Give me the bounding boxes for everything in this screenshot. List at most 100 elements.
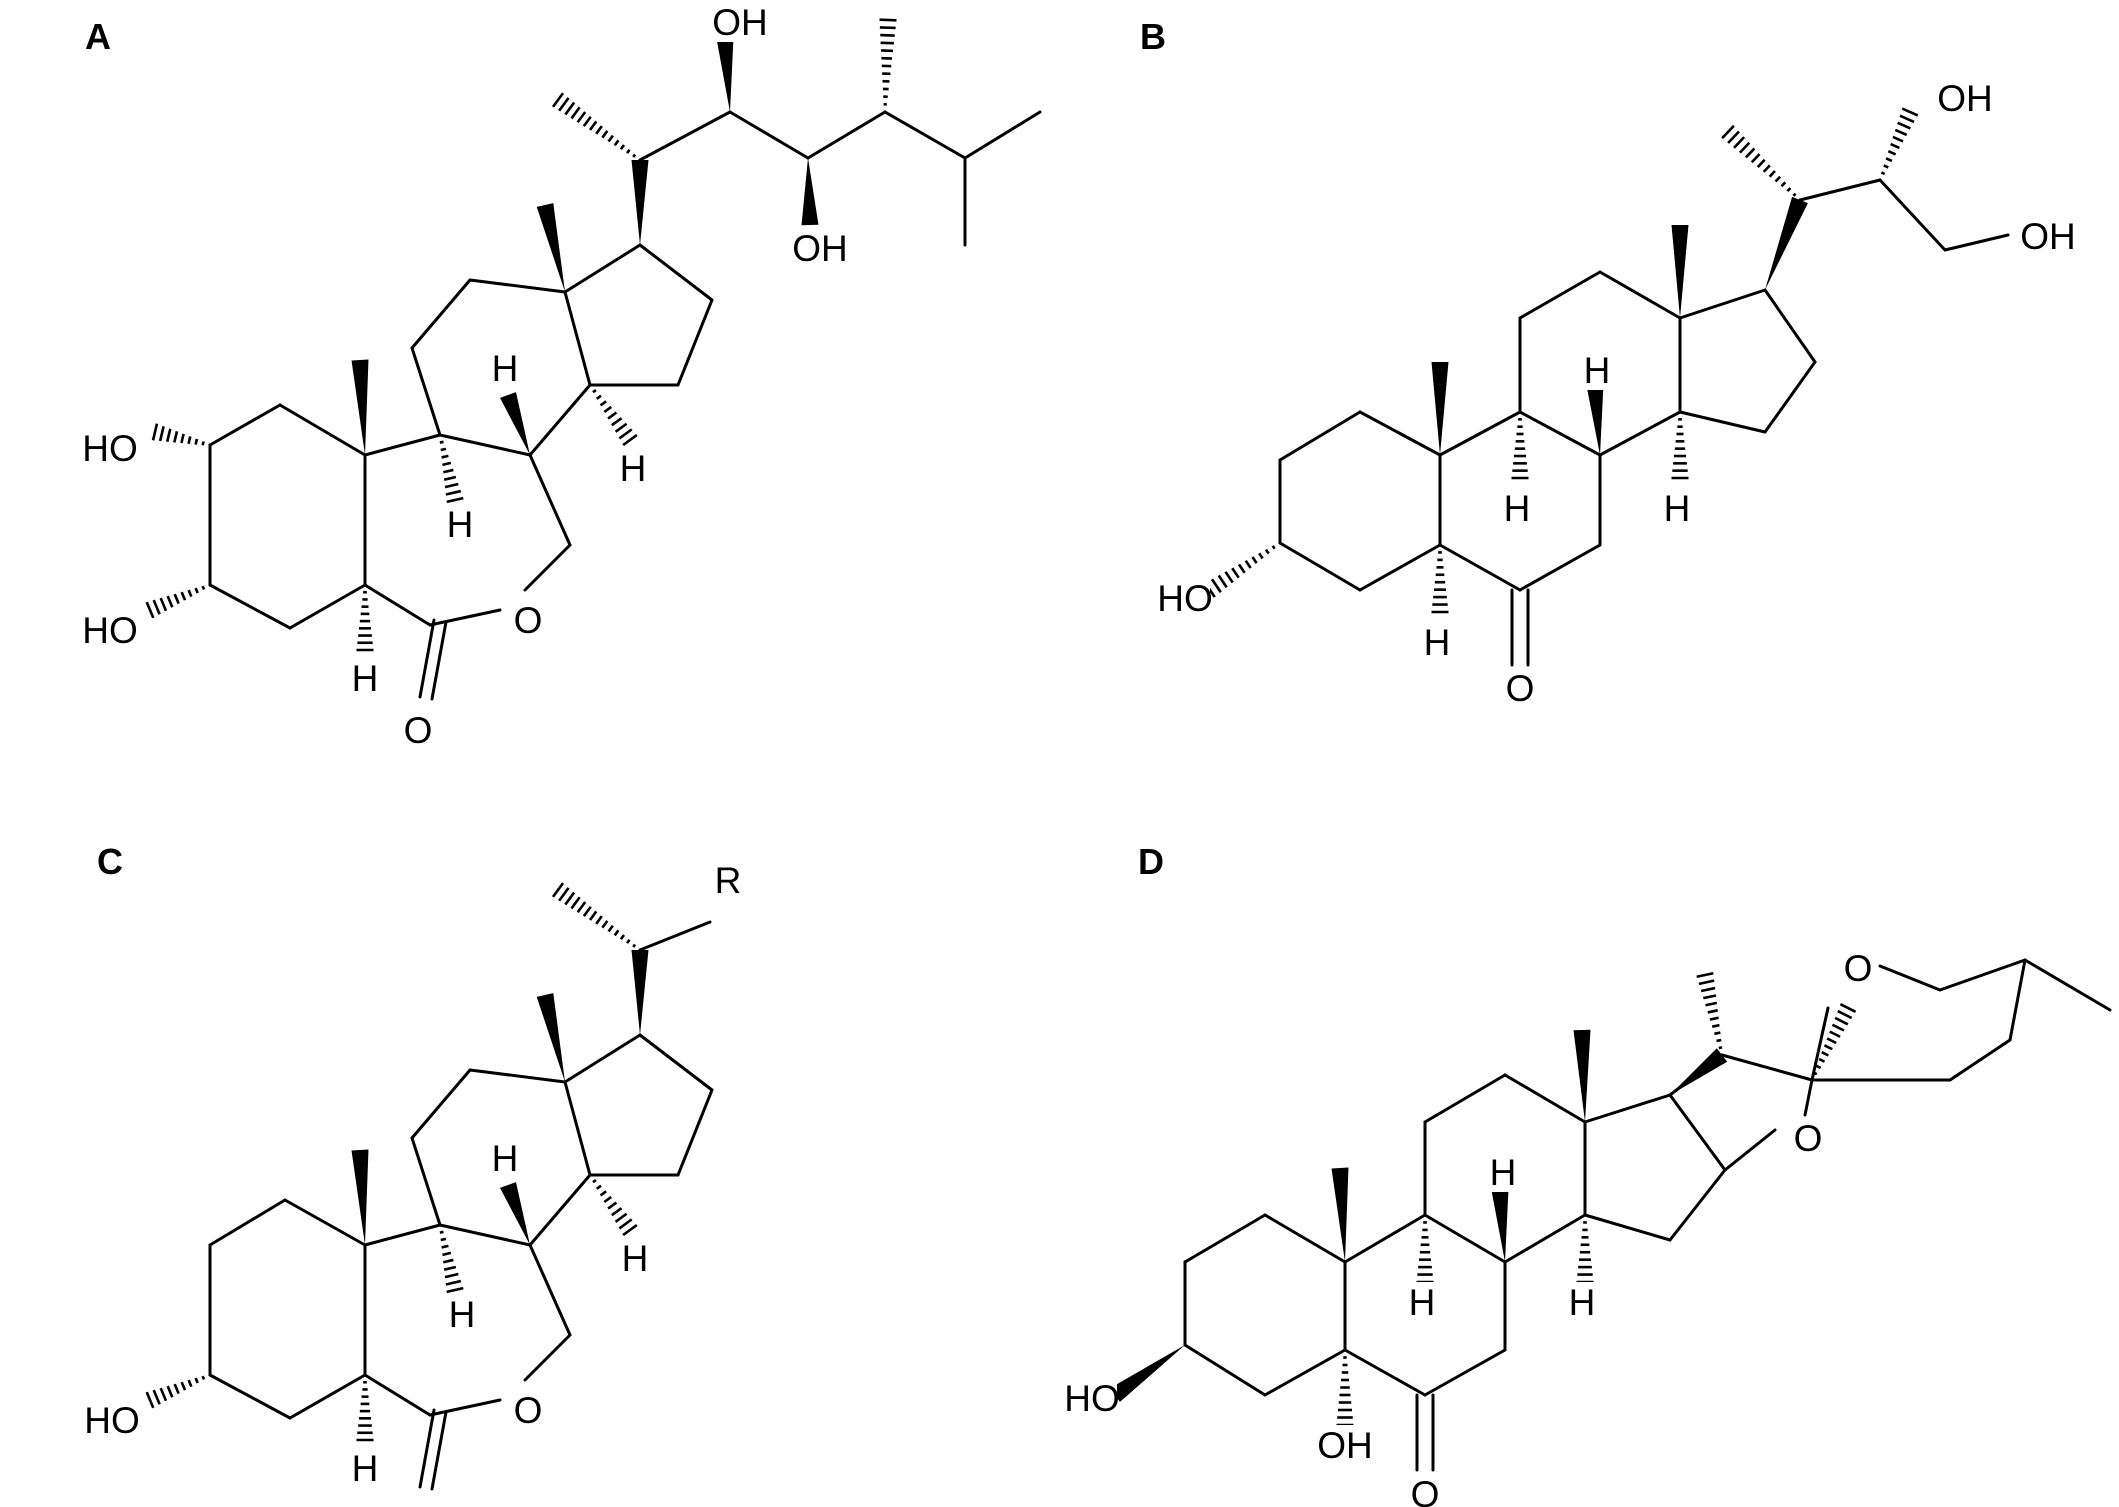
hash-stroke bbox=[632, 943, 637, 948]
hash-stroke bbox=[1721, 124, 1735, 140]
panel-label: A bbox=[85, 16, 111, 57]
hashed-bond bbox=[145, 583, 212, 619]
bond bbox=[1518, 543, 1602, 592]
wedge-bond bbox=[631, 950, 649, 1035]
atom-label: H bbox=[1504, 488, 1531, 529]
hash-stroke bbox=[618, 1218, 633, 1230]
atom-label-background bbox=[514, 600, 542, 640]
bond bbox=[1518, 270, 1602, 320]
bond bbox=[528, 383, 592, 457]
hash-stroke bbox=[1897, 121, 1911, 130]
bond bbox=[638, 920, 712, 952]
hash-stroke bbox=[1834, 1016, 1849, 1026]
hashed-bond bbox=[438, 433, 464, 504]
hash-stroke bbox=[445, 489, 462, 496]
hash-stroke bbox=[1709, 1016, 1719, 1021]
hash-stroke bbox=[570, 106, 581, 120]
atom-label-background bbox=[85, 610, 135, 650]
hash-stroke bbox=[603, 405, 613, 414]
bond bbox=[563, 1033, 642, 1084]
atom-label-background bbox=[404, 710, 432, 750]
hash-stroke bbox=[613, 929, 620, 937]
bond bbox=[528, 1173, 592, 1247]
bond bbox=[410, 1068, 472, 1140]
atom-label: H bbox=[1569, 1282, 1596, 1323]
atom-label-background bbox=[1503, 488, 1531, 528]
atom-label-background bbox=[1583, 350, 1611, 390]
atom-label-background bbox=[714, 860, 742, 900]
hash-stroke bbox=[603, 1195, 613, 1204]
bond bbox=[278, 403, 367, 457]
hash-stroke bbox=[443, 1265, 457, 1271]
hash-stroke bbox=[576, 901, 587, 914]
hash-stroke bbox=[442, 1251, 452, 1257]
wedge-bond bbox=[536, 203, 565, 292]
atom-label: H bbox=[447, 504, 474, 545]
hash-stroke bbox=[208, 583, 212, 587]
hash-stroke bbox=[595, 1184, 602, 1190]
atom-label-background bbox=[406, 1500, 434, 1507]
hash-stroke bbox=[576, 111, 587, 124]
atom-label-background bbox=[1568, 1282, 1596, 1322]
wedge-bond bbox=[631, 160, 649, 245]
hashed-bond bbox=[1431, 543, 1449, 614]
hash-stroke bbox=[622, 1223, 638, 1237]
hash-stroke bbox=[1878, 178, 1882, 182]
bond bbox=[1358, 410, 1442, 457]
bond bbox=[528, 453, 572, 547]
atom-label: O bbox=[1506, 668, 1535, 709]
hash-stroke bbox=[564, 101, 576, 116]
atom-label-background bbox=[1940, 78, 1990, 118]
atom-label-background bbox=[619, 448, 647, 488]
bond bbox=[1343, 1213, 1427, 1264]
atom-label: O bbox=[514, 1390, 543, 1431]
hash-stroke bbox=[446, 1286, 464, 1294]
hash-stroke bbox=[1894, 128, 1908, 137]
hash-stroke bbox=[1237, 563, 1246, 574]
bond bbox=[806, 110, 887, 160]
atom-label-background bbox=[715, 2, 765, 42]
bond bbox=[2008, 958, 2027, 1042]
atom-label-background bbox=[1320, 1425, 1370, 1465]
wedge-bond bbox=[500, 392, 530, 455]
hash-stroke bbox=[1818, 1057, 1826, 1063]
hash-stroke bbox=[1271, 545, 1276, 550]
bond bbox=[363, 433, 442, 457]
bond bbox=[1763, 288, 1817, 364]
hash-stroke bbox=[626, 148, 631, 154]
hash-stroke bbox=[1774, 175, 1782, 183]
hash-stroke bbox=[595, 125, 603, 135]
atom-label-background bbox=[1794, 1118, 1822, 1158]
bond bbox=[523, 1333, 572, 1382]
atom-label: OH bbox=[792, 228, 848, 269]
hashed-bond bbox=[356, 1373, 374, 1442]
hash-stroke bbox=[1887, 149, 1897, 156]
hash-stroke bbox=[582, 115, 592, 127]
bond bbox=[1263, 1213, 1347, 1264]
hash-stroke bbox=[588, 910, 598, 921]
bond bbox=[418, 1408, 436, 1489]
hash-stroke bbox=[152, 599, 161, 615]
bond bbox=[1423, 1073, 1507, 1124]
wedge-bond bbox=[1765, 196, 1808, 290]
hash-stroke bbox=[166, 595, 174, 608]
atom-label: O bbox=[1411, 1474, 1440, 1507]
bond bbox=[883, 110, 967, 160]
hash-stroke bbox=[564, 891, 576, 906]
hash-stroke bbox=[159, 1387, 168, 1402]
hash-stroke bbox=[614, 422, 628, 433]
hash-stroke bbox=[1727, 130, 1740, 144]
wedge-bond bbox=[1573, 1029, 1591, 1122]
atom-label: O bbox=[1794, 1118, 1823, 1159]
hash-stroke bbox=[614, 1212, 628, 1223]
hash-stroke bbox=[551, 882, 565, 898]
bond bbox=[1943, 233, 2010, 252]
hash-stroke bbox=[439, 440, 444, 444]
hash-stroke bbox=[194, 438, 199, 445]
atom-label: HO bbox=[84, 1400, 140, 1441]
hash-stroke bbox=[1224, 571, 1234, 584]
hash-stroke bbox=[551, 92, 565, 108]
hash-stroke bbox=[558, 97, 570, 112]
hashed-bond bbox=[1671, 410, 1689, 480]
hash-stroke bbox=[879, 26, 896, 30]
